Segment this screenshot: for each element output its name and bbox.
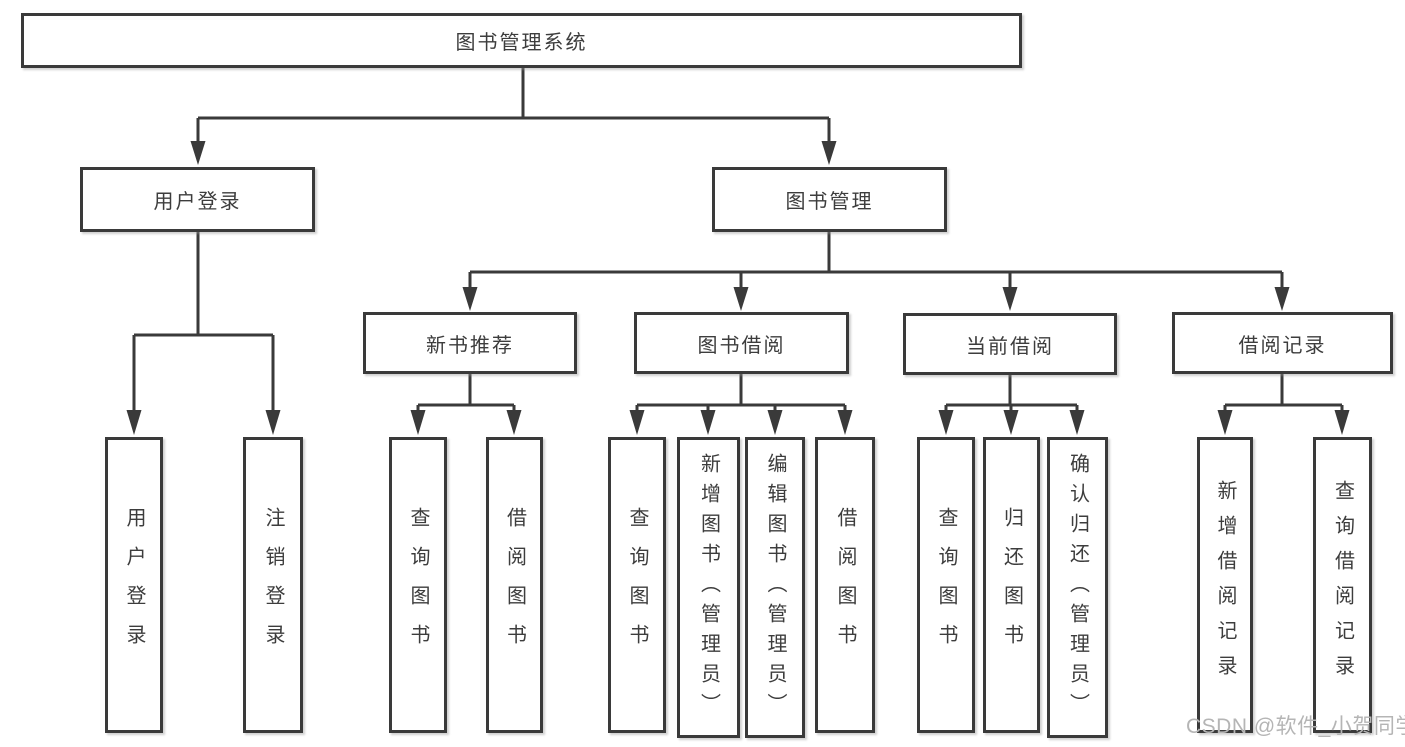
- leaf-query-borrow-record-label: 查询借阅记录: [1331, 480, 1354, 690]
- node-borrowing-records-label: 借阅记录: [1238, 334, 1327, 357]
- leaf-borrow-books-1-label: 借阅图书: [503, 507, 526, 663]
- leaf-query-borrow-record: 查询借阅记录: [1313, 437, 1372, 733]
- leaf-query-books-3-label: 查询图书: [935, 507, 957, 663]
- leaf-query-books-1-label: 查询图书: [407, 507, 429, 663]
- leaf-add-book-admin: 新增图书（管理员）: [677, 437, 740, 738]
- node-book-borrowing: 图书借阅: [634, 312, 849, 374]
- leaf-user-login-label: 用户登录: [123, 507, 145, 663]
- node-library-system-label: 图书管理系统: [455, 32, 588, 54]
- leaf-borrow-books-1: 借阅图书: [486, 437, 543, 733]
- node-library-system: 图书管理系统: [21, 13, 1022, 68]
- node-borrowing-records: 借阅记录: [1172, 312, 1393, 374]
- leaf-query-books-1: 查询图书: [389, 437, 447, 733]
- node-book-management-label: 图书管理: [785, 191, 874, 213]
- leaf-add-book-admin-label: 新增图书（管理员）: [697, 452, 720, 723]
- leaf-borrow-books-2: 借阅图书: [815, 437, 875, 733]
- node-new-book-recommend: 新书推荐: [363, 312, 577, 374]
- watermark: CSDN @软件_小贺同学: [1186, 715, 1405, 738]
- node-current-borrowing: 当前借阅: [903, 313, 1117, 375]
- leaf-query-books-3: 查询图书: [917, 437, 975, 733]
- leaf-borrow-books-2-label: 借阅图书: [834, 507, 856, 663]
- leaf-edit-book-admin-label: 编辑图书（管理员）: [764, 452, 786, 723]
- leaf-confirm-return-admin: 确认归还（管理员）: [1047, 437, 1108, 738]
- node-current-borrowing-label: 当前借阅: [966, 335, 1054, 358]
- node-new-book-recommend-label: 新书推荐: [426, 334, 514, 357]
- node-book-borrowing-label: 图书借阅: [697, 334, 786, 357]
- leaf-add-borrow-record: 新增借阅记录: [1197, 437, 1253, 733]
- leaf-return-books: 归还图书: [983, 437, 1040, 733]
- node-book-management: 图书管理: [712, 167, 947, 232]
- leaf-logout-label: 注销登录: [262, 507, 284, 663]
- leaf-edit-book-admin: 编辑图书（管理员）: [745, 437, 805, 738]
- leaf-confirm-return-admin-label: 确认归还（管理员）: [1066, 452, 1089, 723]
- node-user-login-label: 用户登录: [153, 191, 242, 213]
- leaf-query-books-2: 查询图书: [608, 437, 666, 733]
- leaf-user-login: 用户登录: [105, 437, 163, 733]
- node-user-login: 用户登录: [80, 167, 315, 232]
- leaf-logout: 注销登录: [243, 437, 303, 733]
- leaf-return-books-label: 归还图书: [1000, 507, 1023, 663]
- leaf-add-borrow-record-label: 新增借阅记录: [1214, 480, 1236, 690]
- leaf-query-books-2-label: 查询图书: [626, 507, 648, 663]
